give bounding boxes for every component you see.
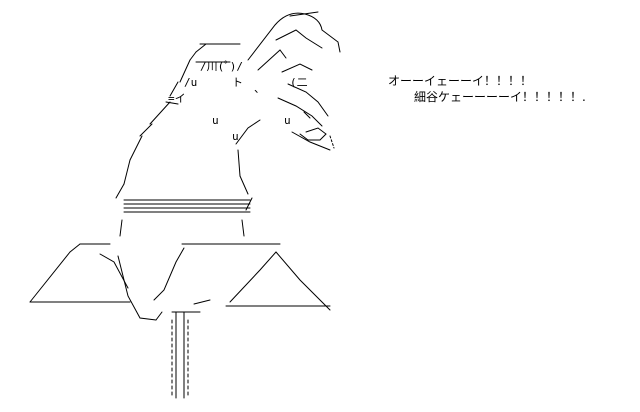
svg-text:ト: ト: [232, 76, 243, 89]
svg-text:、: 、: [254, 82, 265, 95]
caption-line-2: 細谷ケェーーーーイ！！！！！.: [414, 90, 586, 104]
belt: [123, 199, 251, 213]
head: [165, 43, 241, 105]
base: [29, 243, 331, 321]
pole: [171, 311, 201, 399]
svg-text:/u: /u: [184, 76, 197, 89]
ascii-glyphs: /川(ﾟ)/ /u ト =イ u u u 、 (二: [168, 60, 308, 143]
svg-text:=イ: =イ: [168, 92, 186, 105]
torso: [115, 101, 261, 237]
svg-text:u: u: [284, 114, 291, 127]
svg-text:(二: (二: [290, 76, 308, 89]
raised-arm: [247, 11, 341, 151]
caption-line-1: オーーイェーーイ！！！！: [388, 74, 533, 88]
svg-text:/川(ﾟ)/: /川(ﾟ)/: [200, 60, 243, 73]
svg-text:u: u: [232, 130, 239, 143]
svg-text:u: u: [212, 114, 219, 127]
